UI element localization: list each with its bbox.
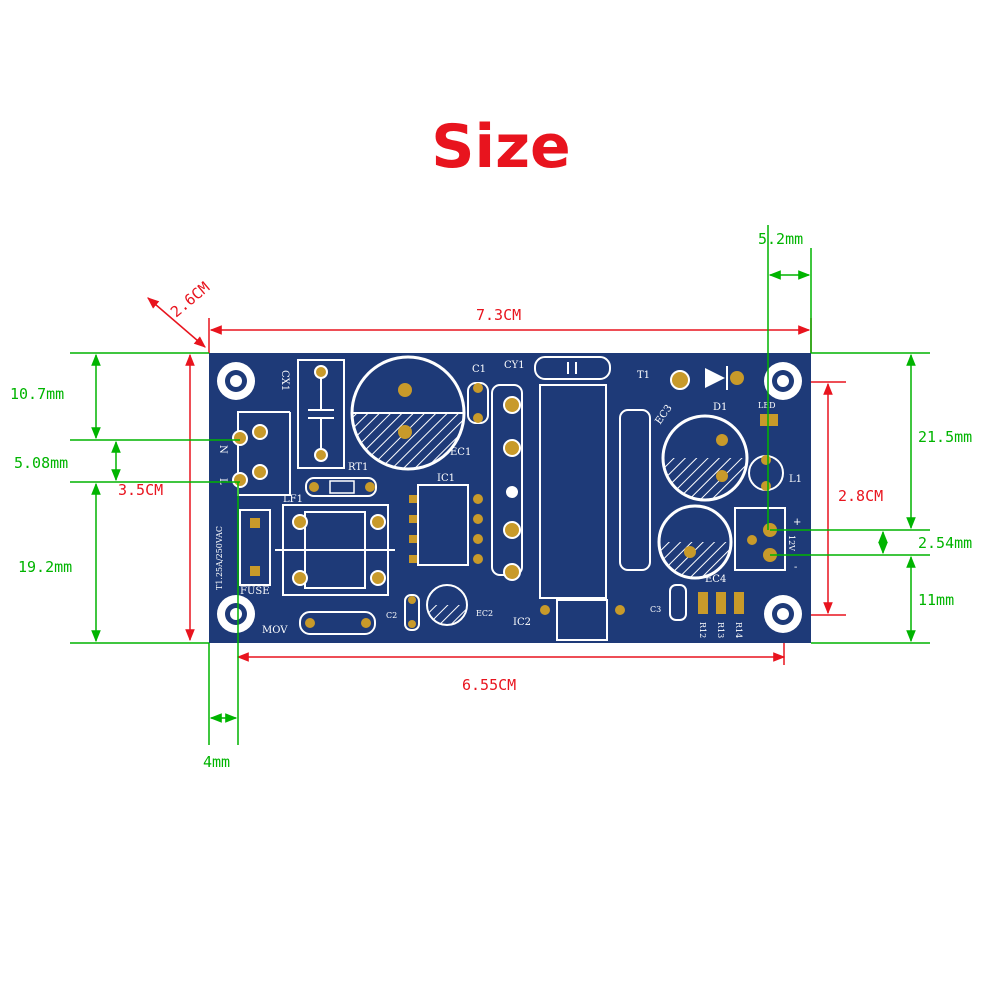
ic2-regulator — [540, 599, 625, 641]
label-ic1: IC1 — [437, 473, 455, 484]
cx1-capacitor — [297, 359, 345, 469]
label-ic2: IC2 — [513, 617, 531, 628]
output-terminal — [734, 507, 786, 571]
label-r14: R14 — [734, 622, 743, 638]
label-c2: C2 — [386, 611, 397, 620]
c3-capacitor — [669, 584, 687, 621]
dim-diag: 2.6CM — [167, 278, 213, 321]
green-dimensions — [70, 225, 930, 745]
led-pad — [760, 414, 778, 426]
label-led: LED — [758, 401, 776, 410]
dim-height-left: 3.5CM — [118, 481, 163, 499]
label-minus: - — [794, 562, 797, 573]
red-dimensions — [147, 297, 846, 665]
ec3-capacitor — [661, 414, 749, 502]
label-rt1: RT1 — [348, 462, 368, 473]
ec2-capacitor — [426, 584, 468, 626]
dim-pin-pitch-right: 2.54mm — [918, 534, 972, 552]
pcb-board: N L CX1 EC1 C1 CY1 — [209, 353, 811, 643]
resistor-array — [698, 592, 744, 614]
label-ec1: EC1 — [450, 447, 471, 458]
label-fuse: FUSE — [240, 586, 270, 597]
label-12v: 12V — [787, 535, 796, 551]
label-lf1: LF1 — [283, 494, 303, 505]
label-cx1: CX1 — [279, 370, 290, 391]
mov-varistor — [299, 611, 376, 635]
rt1-thermistor — [305, 477, 377, 497]
mounting-hole-icon — [217, 362, 802, 633]
label-d1: D1 — [713, 402, 727, 413]
label-ec2: EC2 — [476, 609, 493, 618]
dim-hole-left: 4mm — [203, 753, 230, 771]
label-fuse-rating: T1.25A/250VAC — [215, 526, 224, 590]
lf1-filter — [275, 504, 395, 596]
c1-capacitor — [467, 382, 489, 424]
dim-hole-right: 5.2mm — [758, 230, 803, 248]
dim-bottom-right: 11mm — [918, 591, 954, 609]
ec4-capacitor — [657, 504, 733, 580]
label-r12: R12 — [698, 622, 707, 638]
dim-width-top: 7.3CM — [476, 306, 521, 324]
dim-top-right: 21.5mm — [918, 428, 972, 446]
dim-height-right: 2.8CM — [838, 487, 883, 505]
ic1-chip — [409, 484, 483, 566]
label-plus: + — [793, 517, 801, 528]
dim-top-left: 10.7mm — [10, 385, 64, 403]
dim-pin-pitch-left: 5.08mm — [14, 454, 68, 472]
dim-width-bottom: 6.55CM — [462, 676, 516, 694]
label-n: N — [217, 445, 228, 454]
d1-diode — [705, 366, 744, 390]
page-title: Size — [431, 112, 571, 182]
label-t1: T1 — [637, 370, 650, 381]
label-mov: MOV — [262, 625, 288, 636]
label-r13: R13 — [716, 622, 725, 638]
cy1-capacitor — [534, 356, 611, 380]
label-l1: L1 — [789, 474, 802, 485]
label-ec4: EC4 — [705, 574, 726, 585]
ec1-capacitor — [350, 355, 466, 471]
label-cy1: CY1 — [504, 360, 525, 371]
transformer-t1 — [491, 370, 690, 599]
fuse-holder — [239, 509, 271, 586]
c2-capacitor — [404, 594, 420, 631]
label-c3: C3 — [650, 605, 661, 614]
label-c1: C1 — [472, 364, 486, 375]
dim-bottom-left: 19.2mm — [18, 558, 72, 576]
